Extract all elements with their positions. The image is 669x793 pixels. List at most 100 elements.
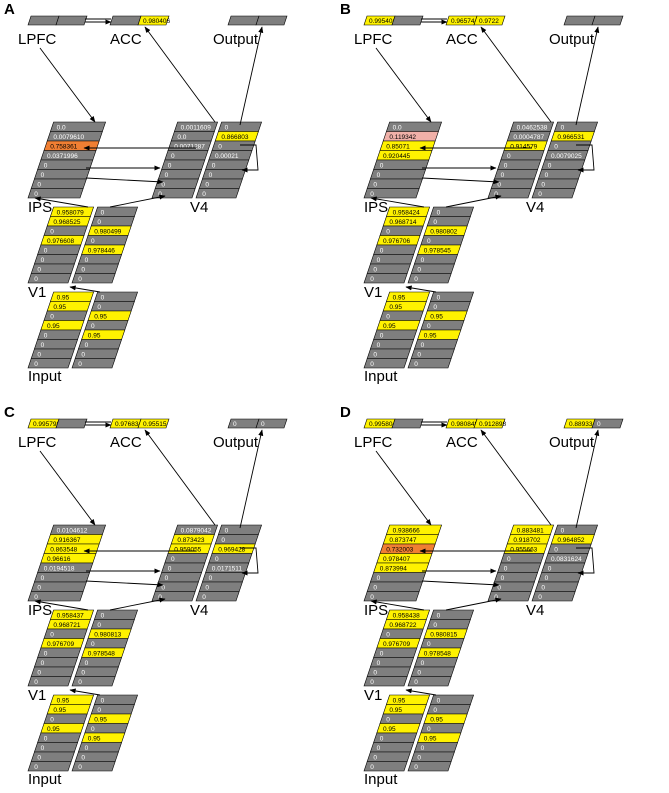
v1-left-unit-value: 0 (386, 229, 390, 236)
output-unit-value: 0 (233, 421, 237, 428)
input-right-unit-value: 0 (414, 764, 418, 771)
v4-right-unit-value: 0.966531 (557, 134, 584, 141)
v4-right-unit-value: 0 (225, 528, 229, 535)
input-right-unit-value: 0 (417, 755, 421, 762)
v4-to-acc-arrow (480, 429, 552, 526)
input-left-unit-value: 0 (386, 314, 390, 321)
v4-left-unit-value: 0 (501, 575, 505, 582)
v1-left-unit-value: 0 (377, 257, 381, 264)
v4-right-unit (531, 188, 576, 199)
v4-right-unit-value: 0 (205, 585, 209, 592)
v4-to-output-arrow (239, 429, 264, 529)
acc-unit (137, 418, 170, 429)
lpfc-unit (55, 418, 88, 429)
v4-right-unit-value: 0 (541, 585, 545, 592)
input-left-unit-value: 0.95 (57, 698, 70, 705)
v1-right-unit-value: 0 (417, 670, 421, 677)
lpfc-module: 0.995401 (363, 15, 424, 26)
v1-left-unit-value: 0 (37, 267, 41, 274)
v1-left-unit-value: 0.958079 (57, 210, 84, 217)
input-right-unit (407, 358, 452, 369)
v1-left-unit-value: 0 (370, 679, 374, 686)
v1-right-unit-value: 0 (437, 210, 441, 217)
v1-right-unit-value: 0 (427, 238, 431, 245)
v1-right-unit (71, 273, 116, 284)
input-right-unit-value: 0 (78, 361, 82, 368)
input-left-unit-value: 0 (44, 736, 48, 743)
input-left-unit-value: 0 (41, 745, 45, 752)
v1-right-unit-value: 0 (78, 679, 82, 686)
input-left-unit-value: 0.95 (47, 726, 60, 733)
ips-unit-value: 0 (34, 191, 38, 198)
v1-right-unit-value: 0 (414, 679, 418, 686)
input-right-unit-value: 0 (97, 304, 101, 311)
v4-to-output-arrow (239, 26, 264, 126)
v4-right-unit-value: 0.00021 (215, 153, 239, 160)
output-unit (563, 15, 596, 26)
v4-left-unit-value: 0 (168, 566, 172, 573)
input-right-unit-value: 0 (101, 295, 105, 302)
v1-left-unit-value: 0 (44, 248, 48, 255)
ips-to-v4-arrow-2 (421, 177, 500, 185)
v1-right-unit-value: 0 (81, 670, 85, 677)
v1-left-unit-value: 0.976709 (383, 641, 410, 648)
panel-letter: B (340, 1, 351, 18)
input-right-unit-value: 0 (437, 698, 441, 705)
output-unit-value: 0 (261, 421, 265, 428)
ips-unit-value: 0.0371996 (47, 153, 78, 160)
v1-left-unit-value: 0 (34, 679, 38, 686)
v4-label: V4 (526, 199, 544, 216)
v4-right-unit-value: 0 (538, 594, 542, 601)
v4-right-unit-value: 0 (225, 125, 229, 132)
v4-left-unit-value: 0.0462538 (517, 125, 548, 132)
v4-left-unit-value: 0.883481 (517, 528, 544, 535)
output-label: Output (213, 31, 259, 48)
v4-left-unit-value: 0 (507, 556, 511, 563)
acc-unit-value: 0.95515 (143, 421, 167, 428)
v1-right-unit-value: 0.980815 (430, 632, 457, 639)
ips-unit-value: 0.0194518 (44, 566, 75, 573)
v4-recurrent-arrow (240, 547, 259, 576)
input-left-unit-value: 0 (380, 333, 384, 340)
input-to-v1-arrow (405, 688, 437, 696)
v4-left-unit-value: 0 (494, 594, 498, 601)
v4-to-acc-arrow (480, 26, 552, 123)
ips-label: IPS (28, 602, 52, 619)
v4-recurrent-arrow (240, 144, 259, 173)
acc-unit (473, 15, 506, 26)
v1-label: V1 (28, 687, 46, 704)
output-unit (591, 418, 624, 429)
acc-unit (109, 15, 142, 26)
v4-left-unit-value: 0 (501, 172, 505, 179)
ips-unit-value: 0.978407 (383, 556, 410, 563)
lpfc-module: 0.995804 (363, 418, 424, 429)
ips-unit-value: 0.873747 (389, 537, 416, 544)
v1-right-unit-value: 0.980802 (430, 229, 457, 236)
input-left-unit (27, 358, 72, 369)
lpfc-module (27, 15, 88, 26)
v4-right-unit-value: 0 (554, 547, 558, 554)
input-right-unit-value: 0 (417, 352, 421, 359)
v4-label: V4 (190, 602, 208, 619)
acc-unit-value: 0.9722 (479, 18, 499, 25)
input-left-unit-value: 0 (37, 352, 41, 359)
ips-unit-value: 0.96616 (47, 556, 71, 563)
lpfc-unit-value: 0.995792 (33, 421, 60, 428)
v1-left-unit-value: 0.976709 (47, 641, 74, 648)
v1-left-unit (27, 273, 72, 284)
v1-left-unit-value: 0.968721 (53, 622, 80, 629)
input-left-unit (363, 761, 408, 772)
v1-right-unit (71, 676, 116, 687)
v1-right-unit (407, 273, 452, 284)
v1-to-v4-arrow (109, 597, 166, 611)
ips-unit-value: 0 (370, 594, 374, 601)
v4-right-unit-value: 0 (221, 537, 225, 544)
